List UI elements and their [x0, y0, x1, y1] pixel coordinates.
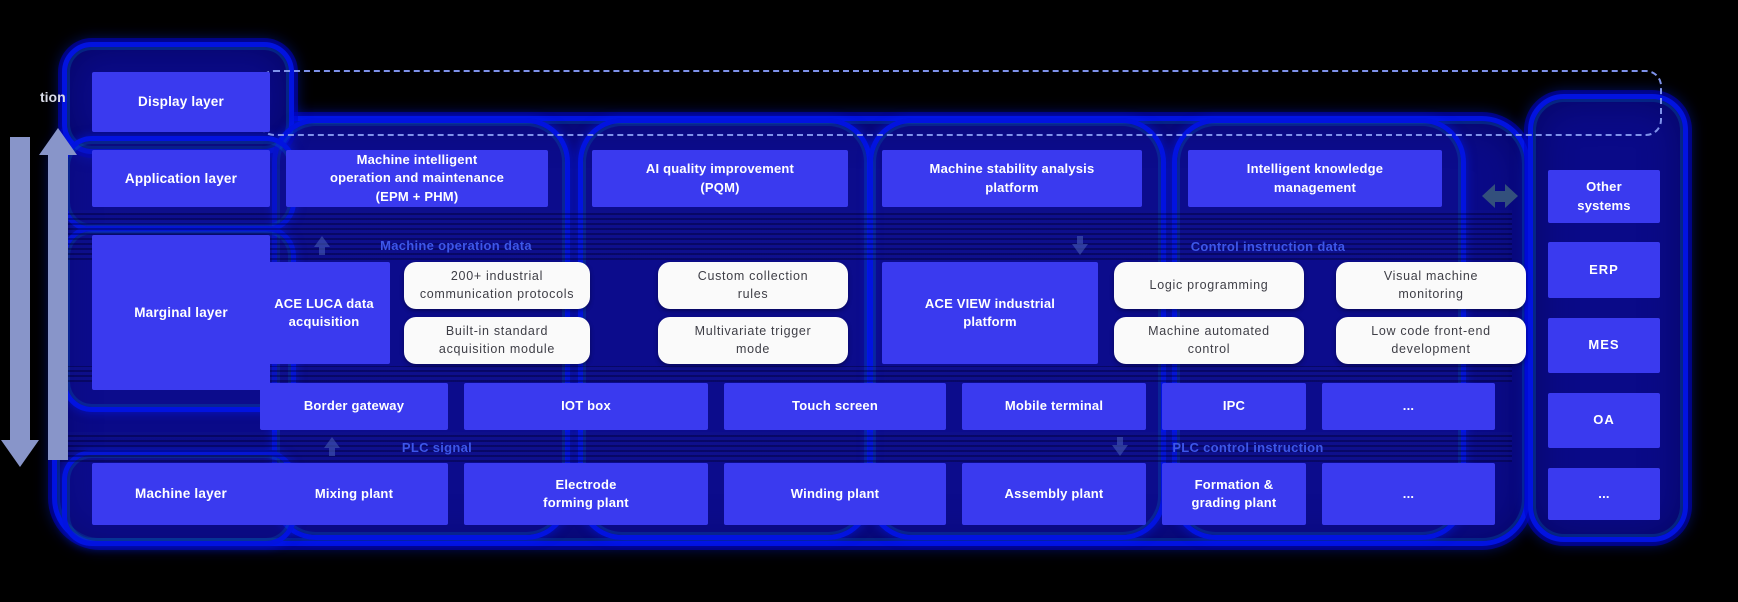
- up-flow-stem-icon: [319, 247, 325, 255]
- node-formation-grading-plant: Formation & grading plant: [1162, 463, 1306, 525]
- up-arrow-bar-icon: [48, 155, 68, 460]
- node-iot-box: IOT box: [464, 383, 708, 430]
- down-flow-arrow-icon: [1072, 244, 1088, 255]
- node-ace-luca: ACE LUCA data acquisition: [258, 262, 390, 364]
- label-plc-signal: PLC signal: [401, 440, 473, 455]
- plc-up-arrow-icon: [324, 437, 340, 448]
- node-touch-screen: Touch screen: [724, 383, 946, 430]
- node-device-more: ...: [1322, 383, 1495, 430]
- node-machine-more: ...: [1322, 463, 1495, 525]
- label-plc-control-instruction: PLC control instruction: [1172, 440, 1324, 455]
- node-epm-phm: Machine intelligent operation and mainte…: [286, 150, 548, 207]
- up-arrow-head-icon: [39, 128, 77, 155]
- label-machine-operation-data: Machine operation data: [380, 238, 532, 253]
- plc-down-stem-icon: [1117, 437, 1123, 445]
- node-marginal-layer: Marginal layer: [92, 235, 270, 390]
- node-display-layer: Display layer: [92, 72, 270, 132]
- node-mixing-plant: Mixing plant: [260, 463, 448, 525]
- label-control-instruction-data: Control instruction data: [1190, 239, 1346, 254]
- chip-acquisition-module: Built-in standard acquisition module: [404, 317, 590, 364]
- chip-visual-monitoring: Visual machine monitoring: [1336, 262, 1526, 309]
- down-flow-stem-icon: [1077, 236, 1083, 244]
- node-external-more: ...: [1548, 468, 1660, 520]
- node-winding-plant: Winding plant: [724, 463, 946, 525]
- node-application-layer: Application layer: [92, 150, 270, 207]
- chip-automated-control: Machine automated control: [1114, 317, 1304, 364]
- plc-up-stem-icon: [329, 448, 335, 456]
- down-arrow-bar-icon: [10, 137, 30, 440]
- node-machine-layer: Machine layer: [92, 463, 270, 525]
- clipped-label: tion: [40, 89, 66, 105]
- chip-protocols: 200+ industrial communication protocols: [404, 262, 590, 309]
- band-mid: [60, 366, 1512, 382]
- node-assembly-plant: Assembly plant: [962, 463, 1146, 525]
- display-dashed-connector: [258, 70, 1662, 136]
- plc-down-arrow-icon: [1112, 445, 1128, 456]
- node-ipc: IPC: [1162, 383, 1306, 430]
- node-pqm: AI quality improvement (PQM): [592, 150, 848, 207]
- node-oa: OA: [1548, 393, 1660, 448]
- node-knowledge-management: Intelligent knowledge management: [1188, 150, 1442, 207]
- node-other-systems: Other systems: [1548, 170, 1660, 223]
- chip-low-code: Low code front-end development: [1336, 317, 1526, 364]
- down-arrow-head-icon: [1, 440, 39, 467]
- node-mes: MES: [1548, 318, 1660, 373]
- bidirectional-arrow-icon: [1482, 184, 1518, 208]
- node-erp: ERP: [1548, 242, 1660, 298]
- chip-trigger-mode: Multivariate trigger mode: [658, 317, 848, 364]
- chip-logic-programming: Logic programming: [1114, 262, 1304, 309]
- up-flow-arrow-icon: [314, 236, 330, 247]
- node-mobile-terminal: Mobile terminal: [962, 383, 1146, 430]
- node-stability-platform: Machine stability analysis platform: [882, 150, 1142, 207]
- node-border-gateway: Border gateway: [260, 383, 448, 430]
- node-electrode-forming-plant: Electrode forming plant: [464, 463, 708, 525]
- band-plc: [60, 432, 1512, 462]
- band-operation-data: [60, 210, 1512, 260]
- node-ace-view: ACE VIEW industrial platform: [882, 262, 1098, 364]
- chip-collection-rules: Custom collection rules: [658, 262, 848, 309]
